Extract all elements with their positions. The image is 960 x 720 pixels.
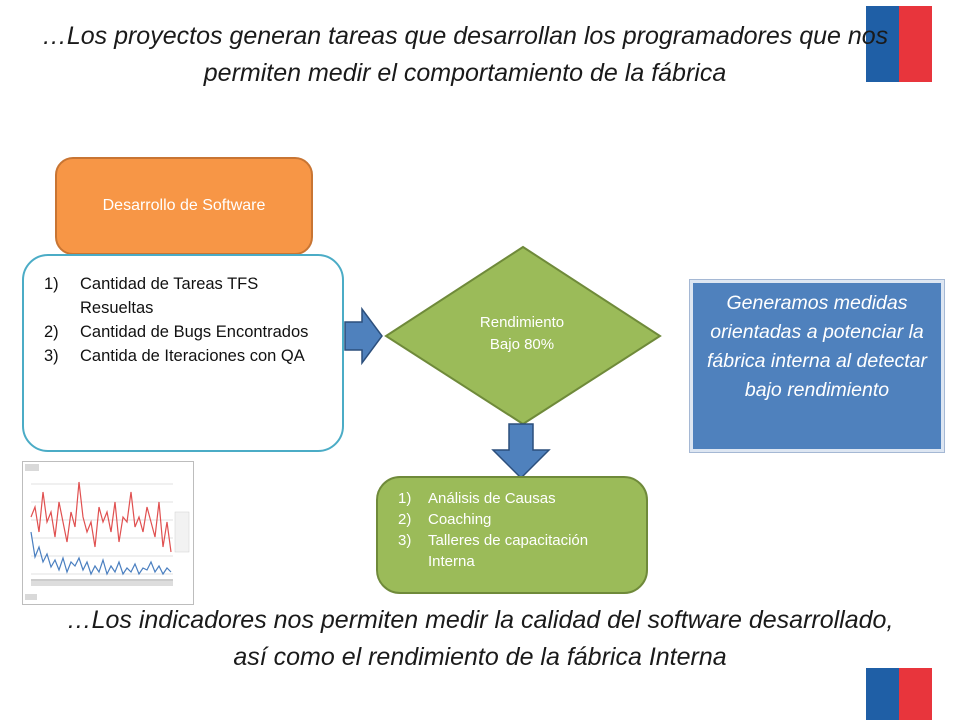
footer-statement: …Los indicadores nos permiten medir la c… <box>66 606 894 671</box>
down-arrow <box>491 423 551 480</box>
slide-title: …Los proyectos generan tareas que desarr… <box>41 22 889 87</box>
right-arrow <box>344 306 383 366</box>
metrics-list: 1)Cantidad de Tareas TFS Resueltas 2)Can… <box>44 272 326 368</box>
chart-thumbnail-graphic <box>23 462 193 604</box>
decision-label-line1: Rendimiento <box>479 314 565 331</box>
flag-top-right <box>866 0 932 82</box>
software-development-box: Desarrollo de Software <box>55 157 313 255</box>
list-item: 2)Coaching <box>398 511 492 528</box>
flag-bottom-right <box>866 662 932 720</box>
actions-box: 1)Análisis de Causas 2)Coaching 3)Taller… <box>376 476 648 594</box>
metrics-box: 1)Cantidad de Tareas TFS Resueltas 2)Can… <box>22 254 344 452</box>
list-item: 2)Cantidad de Bugs Encontrados <box>44 323 309 341</box>
side-note: Generamos medidas orientadas a potenciar… <box>690 280 944 452</box>
chart-thumbnail <box>22 461 194 605</box>
actions-list: 1)Análisis de Causas 2)Coaching 3)Taller… <box>398 488 636 572</box>
software-development-label: Desarrollo de Software <box>102 197 266 214</box>
decision-label-line2: Bajo 80% <box>489 336 555 353</box>
decision-label: Rendimiento Bajo 80% <box>430 312 614 356</box>
list-item: 1)Análisis de Causas <box>398 490 556 507</box>
list-item: 1)Cantidad de Tareas TFS Resueltas <box>44 275 259 317</box>
list-item: 3)Cantida de Iteraciones con QA <box>44 347 305 365</box>
list-item: 3)Talleres de capacitación Interna <box>398 532 589 570</box>
